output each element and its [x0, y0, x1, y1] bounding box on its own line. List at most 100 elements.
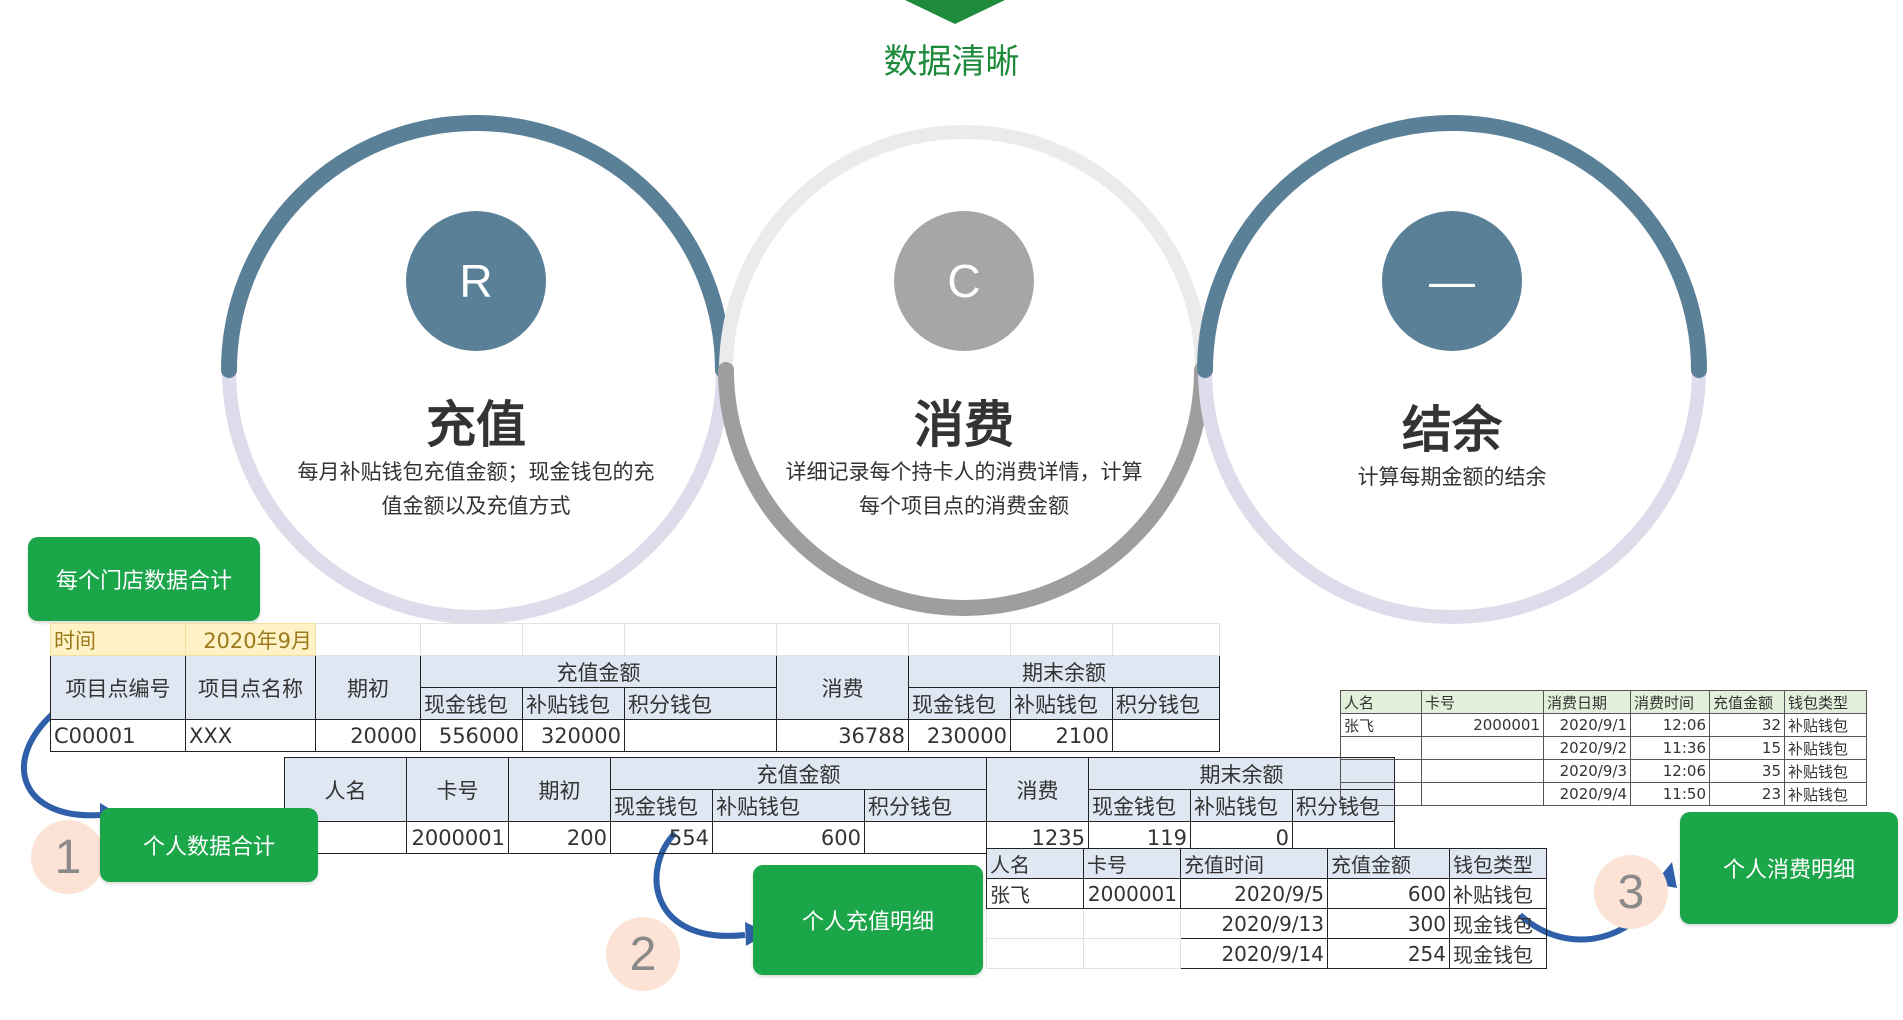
cell: 补贴钱包: [1784, 782, 1867, 806]
cell: XXX: [185, 719, 316, 752]
col-date: 消费日期: [1543, 690, 1631, 714]
page-title: 数据清晰: [883, 42, 1020, 82]
store-table: 时间 2020年9月 项目点编号 项目点名称 期初 充值金额 消费 期末余额 现…: [50, 623, 1220, 752]
col-person: 人名: [1340, 690, 1422, 714]
cell: 35: [1709, 759, 1785, 783]
cell: 2020/9/1: [1543, 713, 1631, 737]
card-desc-balance: 计算每期金额的结余: [1242, 460, 1662, 494]
table-row: 2020/9/13 300 现金钱包: [986, 908, 1547, 939]
col-recharge: 充值金额: [610, 757, 987, 790]
header-arrow: [905, 0, 1005, 24]
store-total-button[interactable]: 每个门店数据合计: [28, 537, 260, 621]
cell: 2000001: [1083, 878, 1181, 909]
curve-arrow-1: [21, 709, 101, 819]
cell: 2020/9/3: [1543, 759, 1631, 783]
table-row: 张飞 2000001 2020/9/5 600 补贴钱包: [986, 878, 1547, 909]
table-row: 2020/9/3 12:06 35 补贴钱包: [1340, 759, 1867, 783]
col-points: 积分钱包: [1112, 687, 1220, 720]
table-row: 张飞 2000001 2020/9/1 12:06 32 补贴钱包: [1340, 713, 1867, 737]
col-card: 卡号: [406, 757, 509, 822]
col-recharge: 充值金额: [420, 655, 777, 688]
time-label: 时间: [50, 623, 186, 656]
ring-arc-consume: [718, 362, 1210, 616]
cell: [1340, 736, 1422, 760]
consume-table: 人名 卡号 消费日期 消费时间 充值金额 钱包类型 张飞 2000001 202…: [1340, 690, 1867, 806]
card-desc-line: 每个项目点的消费金额: [859, 494, 1069, 518]
col-time: 充值时间: [1180, 848, 1328, 879]
cell: 张飞: [1340, 713, 1422, 737]
recharge-table-wrap: 人名 卡号 充值时间 充值金额 钱包类型 张飞 2000001 2020/9/5…: [986, 848, 1547, 969]
ring-arc-recharge: [221, 115, 731, 378]
badge-dash: —: [1382, 211, 1522, 351]
col-subsidy: 补贴钱包: [1190, 789, 1293, 822]
table-row: C00001 XXX 20000 556000 320000 36788 230…: [50, 719, 1220, 752]
cell: [1340, 759, 1422, 783]
cell: 23: [1709, 782, 1785, 806]
cell: [1083, 908, 1181, 939]
cell: 2100: [1010, 719, 1113, 752]
col-name: 项目点名称: [185, 655, 316, 720]
col-person: 人名: [986, 848, 1084, 879]
cell: [986, 938, 1084, 969]
cell: 300: [1327, 908, 1450, 939]
cell: 现金钱包: [1449, 938, 1547, 969]
cell: 600: [1327, 878, 1450, 909]
cell: 2000001: [406, 821, 509, 854]
cell: 11:50: [1630, 782, 1710, 806]
personal-recharge-button[interactable]: 个人充值明细: [753, 865, 983, 975]
col-subsidy: 补贴钱包: [712, 789, 865, 822]
card-desc-consume: 详细记录每个持卡人的消费详情，计算 每个项目点的消费金额: [754, 455, 1174, 523]
cell: 12:06: [1630, 759, 1710, 783]
cell: 554: [610, 821, 713, 854]
cell: [1421, 736, 1544, 760]
personal-consume-button[interactable]: 个人消费明细: [1680, 812, 1898, 924]
col-time: 消费时间: [1630, 690, 1710, 714]
col-amount: 充值金额: [1709, 690, 1785, 714]
cell: [986, 908, 1084, 939]
cell: 230000: [908, 719, 1011, 752]
col-type: 钱包类型: [1449, 848, 1547, 879]
cell: 200: [508, 821, 611, 854]
cell: C00001: [50, 719, 186, 752]
cell: [1421, 759, 1544, 783]
ring-arc-balance: [1197, 115, 1707, 378]
col-card: 卡号: [1421, 690, 1544, 714]
person-table-wrap: 人名 卡号 期初 充值金额 消费 期末余额 现金钱包 补贴钱包 积分钱包 现金钱…: [284, 757, 1395, 854]
cell: [624, 719, 777, 752]
cell: 2020/9/13: [1180, 908, 1328, 939]
cell: 2020/9/14: [1180, 938, 1328, 969]
time-value: 2020年9月: [185, 623, 316, 656]
cell: 11:36: [1630, 736, 1710, 760]
col-consume: 消费: [986, 757, 1089, 822]
card-desc-recharge: 每月补贴钱包充值金额；现金钱包的充 值金额以及充值方式: [266, 455, 686, 523]
store-table-wrap: 时间 2020年9月 项目点编号 项目点名称 期初 充值金额 消费 期末余额 现…: [50, 623, 1220, 752]
col-cash: 现金钱包: [420, 687, 523, 720]
badge-r: R: [406, 211, 546, 351]
col-points: 积分钱包: [624, 687, 777, 720]
col-subsidy: 补贴钱包: [522, 687, 625, 720]
cell: 12:06: [1630, 713, 1710, 737]
col-amount: 充值金额: [1327, 848, 1450, 879]
recharge-table: 人名 卡号 充值时间 充值金额 钱包类型 张飞 2000001 2020/9/5…: [986, 848, 1547, 969]
cell: 补贴钱包: [1784, 759, 1867, 783]
col-consume: 消费: [776, 655, 909, 720]
step-1-number: 1: [31, 820, 105, 894]
card-title-consume: 消费: [914, 396, 1014, 454]
col-card: 卡号: [1083, 848, 1181, 879]
table-row: 2020/9/4 11:50 23 补贴钱包: [1340, 782, 1867, 806]
cell: 2020/9/2: [1543, 736, 1631, 760]
cell: 600: [712, 821, 865, 854]
cell: [864, 821, 987, 854]
personal-total-button[interactable]: 个人数据合计: [100, 808, 318, 882]
cell: 补贴钱包: [1449, 878, 1547, 909]
consume-table-wrap: 人名 卡号 消费日期 消费时间 充值金额 钱包类型 张飞 2000001 202…: [1340, 690, 1867, 806]
cell: 320000: [522, 719, 625, 752]
cell: [1340, 782, 1422, 806]
cell: 现金钱包: [1449, 908, 1547, 939]
card-desc-line: 计算每期金额的结余: [1357, 465, 1547, 489]
col-type: 钱包类型: [1784, 690, 1867, 714]
step-2-number: 2: [606, 917, 680, 991]
cell: 补贴钱包: [1784, 736, 1867, 760]
cell: [1421, 782, 1544, 806]
